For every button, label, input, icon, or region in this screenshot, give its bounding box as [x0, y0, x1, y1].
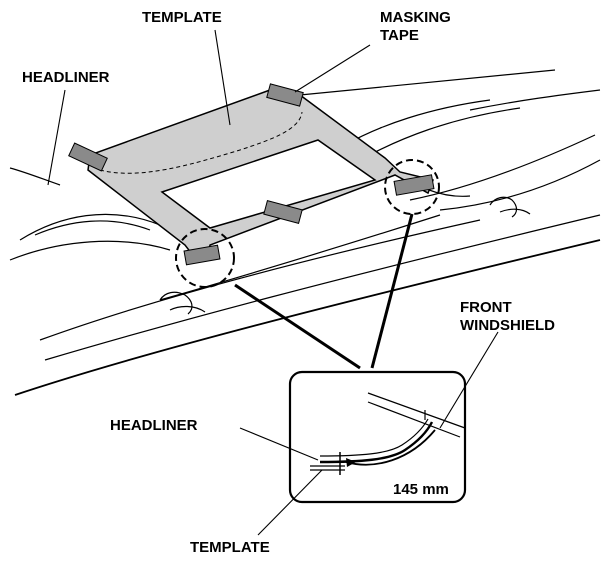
label-headliner-detail: HEADLINER [110, 417, 198, 434]
label-template-bottom: TEMPLATE [190, 539, 270, 556]
label-dimension: 145 mm [393, 481, 449, 498]
detail-box [288, 370, 467, 504]
zoom-lines [234, 213, 414, 370]
template-sheet [87, 89, 435, 259]
label-front-windshield-line1: FRONT [460, 299, 512, 316]
detail-circle-right [384, 159, 440, 215]
masking-tape-middle [263, 199, 303, 225]
label-masking-tape-line2: TAPE [380, 27, 419, 44]
label-template-top: TEMPLATE [142, 9, 222, 26]
detail-circle-left [175, 228, 235, 288]
label-front-windshield-line2: WINDSHIELD [460, 317, 555, 334]
masking-tape-top [266, 83, 304, 107]
masking-tape-pieces [68, 83, 435, 266]
masking-tape-right [393, 174, 435, 196]
masking-tape-left [68, 142, 108, 172]
leader-lines [47, 29, 499, 536]
label-masking-tape-line1: MASKING [380, 9, 451, 26]
label-headliner-top: HEADLINER [22, 69, 110, 86]
masking-tape-lower [183, 244, 221, 266]
